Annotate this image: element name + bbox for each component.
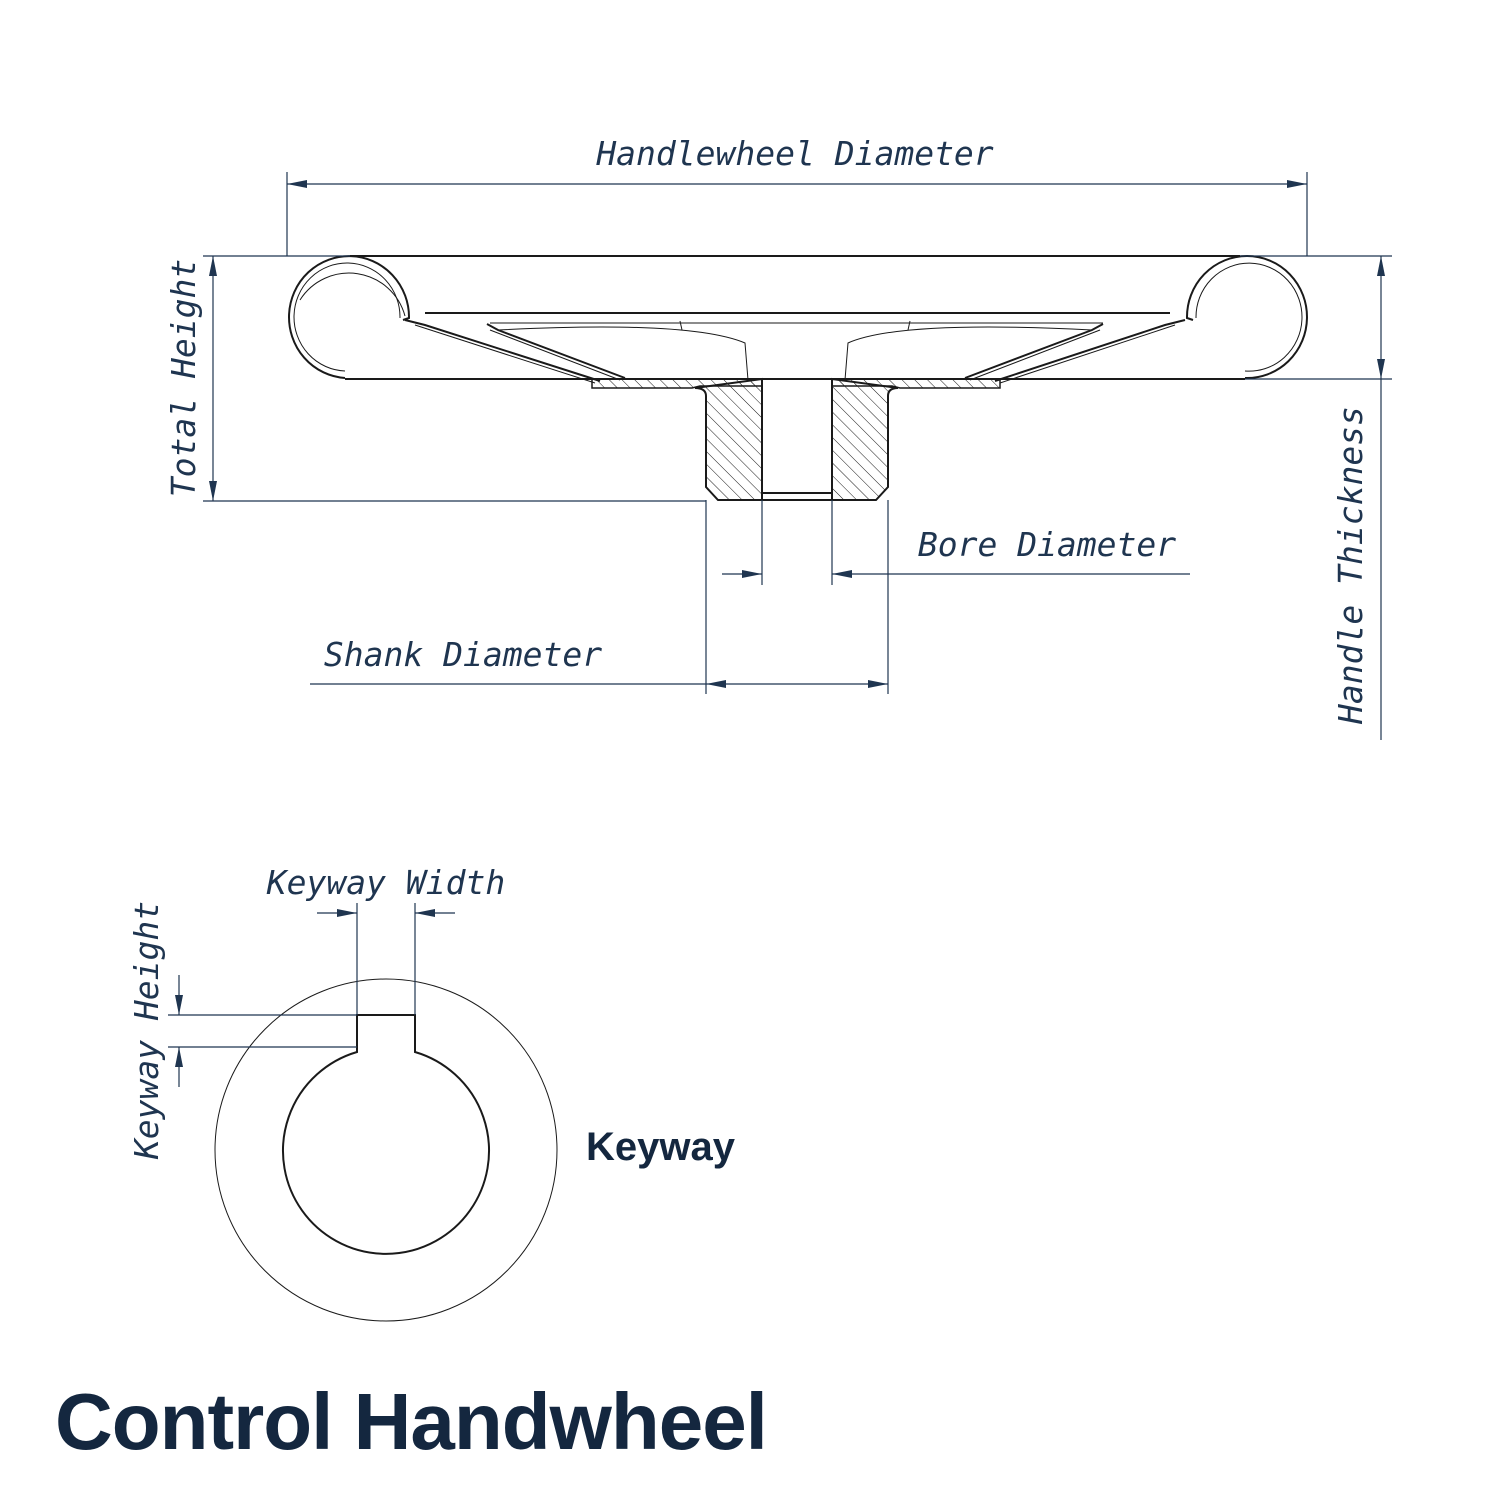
keyway-width-label: Keyway Width (266, 863, 505, 902)
handle-thickness-label: Handle Thickness (1331, 406, 1370, 725)
bore-diameter-label: Bore Diameter (918, 525, 1176, 564)
keyway-label: Keyway (586, 1125, 736, 1169)
total-height-label: Total Height (164, 259, 203, 497)
page-title: Control Handwheel (55, 1377, 768, 1466)
handwheel-section-view (288, 255, 1308, 501)
hub-left-wall (694, 377, 763, 501)
right-rim-tube (1185, 255, 1308, 380)
shank-diameter-label: Shank Diameter (324, 635, 602, 674)
keyway-end-view (168, 903, 558, 1322)
left-rim-tube (288, 255, 411, 379)
handlewheel-diameter-label: Handlewheel Diameter (595, 134, 993, 173)
keyway-height-label: Keyway Height (127, 901, 166, 1160)
dimension-lines (203, 172, 1392, 740)
hub-right-wall (831, 377, 899, 501)
